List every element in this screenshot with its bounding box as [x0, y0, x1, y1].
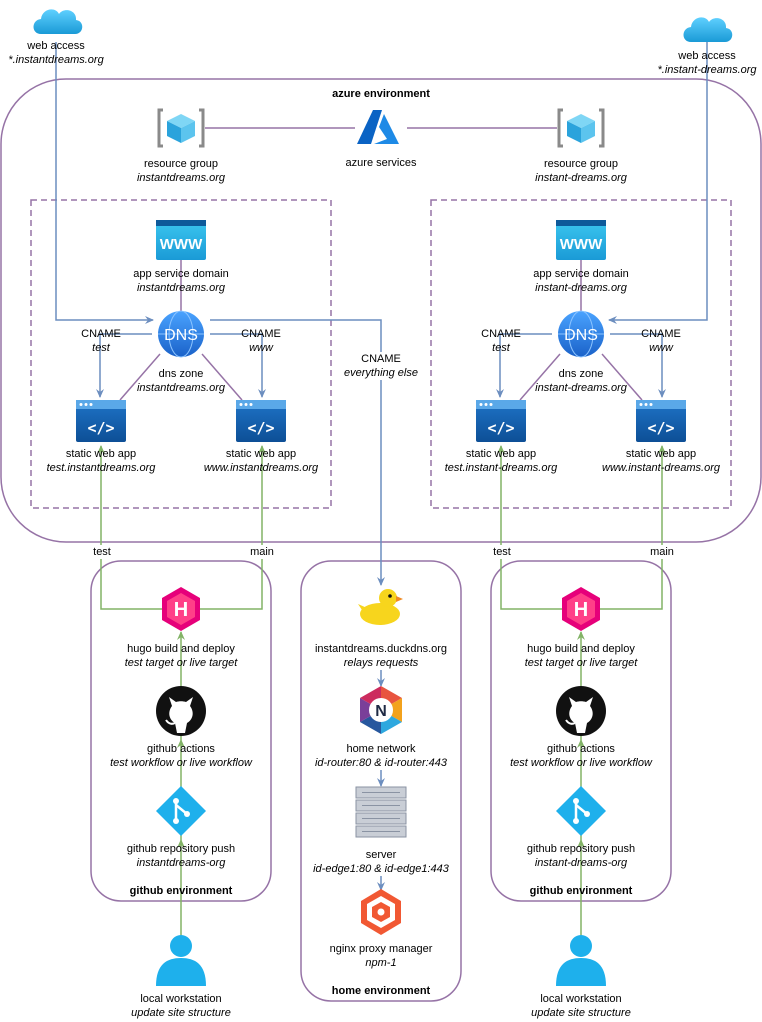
user-icon	[556, 935, 606, 986]
app-service-domain-icon: WWW	[156, 220, 206, 260]
azure-environment-title: azure environment	[332, 88, 430, 100]
svg-text:</>: </>	[87, 419, 114, 437]
svg-text:WWW: WWW	[160, 236, 203, 253]
azure-services-label: azure services	[345, 157, 417, 169]
right-domain-group	[430, 199, 732, 509]
svg-text:</>: </>	[487, 419, 514, 437]
cloud-icon	[683, 17, 733, 42]
duck-icon	[358, 589, 403, 625]
server-icon	[355, 786, 407, 838]
resource-group-icon	[557, 108, 605, 148]
dns-zone-icon: DNS	[558, 310, 604, 358]
resource-group-icon	[157, 108, 205, 148]
hugo-icon: H	[162, 587, 200, 631]
network-letter: N	[375, 703, 387, 720]
web-access-left-label: web access *.instantdreams.org	[8, 39, 103, 67]
svg-text:</>: </>	[247, 419, 274, 437]
dns-zone-icon: DNS	[158, 310, 204, 358]
branch-test-right-label: test	[493, 545, 511, 559]
dns-label-right: DNS	[564, 327, 598, 344]
git-push-icon	[556, 786, 606, 836]
git-push-icon	[156, 786, 206, 836]
web-access-domain: *.instant-dreams.org	[657, 64, 757, 76]
web-access-domain: *.instantdreams.org	[8, 54, 104, 66]
github-environment-left-title: github environment	[129, 885, 233, 897]
svg-text:H: H	[174, 599, 188, 621]
purple-links	[119, 127, 643, 401]
blue-links	[55, 42, 708, 891]
hugo-icon: H	[562, 587, 600, 631]
svg-text:</>: </>	[647, 419, 674, 437]
user-icon	[156, 935, 206, 986]
home-environment-title: home environment	[331, 985, 431, 997]
static-web-app-icon: </>	[236, 400, 286, 442]
static-web-app-icon: </>	[76, 400, 126, 442]
branch-main-left-label: main	[250, 545, 274, 559]
dns-label-left: DNS	[164, 327, 198, 344]
static-web-app-icon: </>	[636, 400, 686, 442]
left-domain-group	[30, 199, 332, 509]
static-web-app-icon: </>	[476, 400, 526, 442]
app-service-domain-icon: WWW	[556, 220, 606, 260]
nginx-proxy-manager-icon	[361, 889, 401, 935]
svg-text:WWW: WWW	[560, 236, 603, 253]
azure-logo-icon	[357, 110, 399, 144]
svg-text:H: H	[574, 599, 588, 621]
web-access-title: web access	[678, 50, 736, 62]
cloud-icon	[33, 9, 83, 35]
web-access-right-label: web access *.instant-dreams.org	[657, 49, 756, 77]
web-access-title: web access	[27, 40, 85, 52]
github-environment-right-title: github environment	[529, 885, 633, 897]
home-network-icon: N	[360, 686, 402, 734]
branch-test-left-label: test	[93, 545, 111, 559]
branch-main-right-label: main	[650, 545, 674, 559]
github-icon	[556, 686, 606, 736]
github-icon	[156, 686, 206, 736]
